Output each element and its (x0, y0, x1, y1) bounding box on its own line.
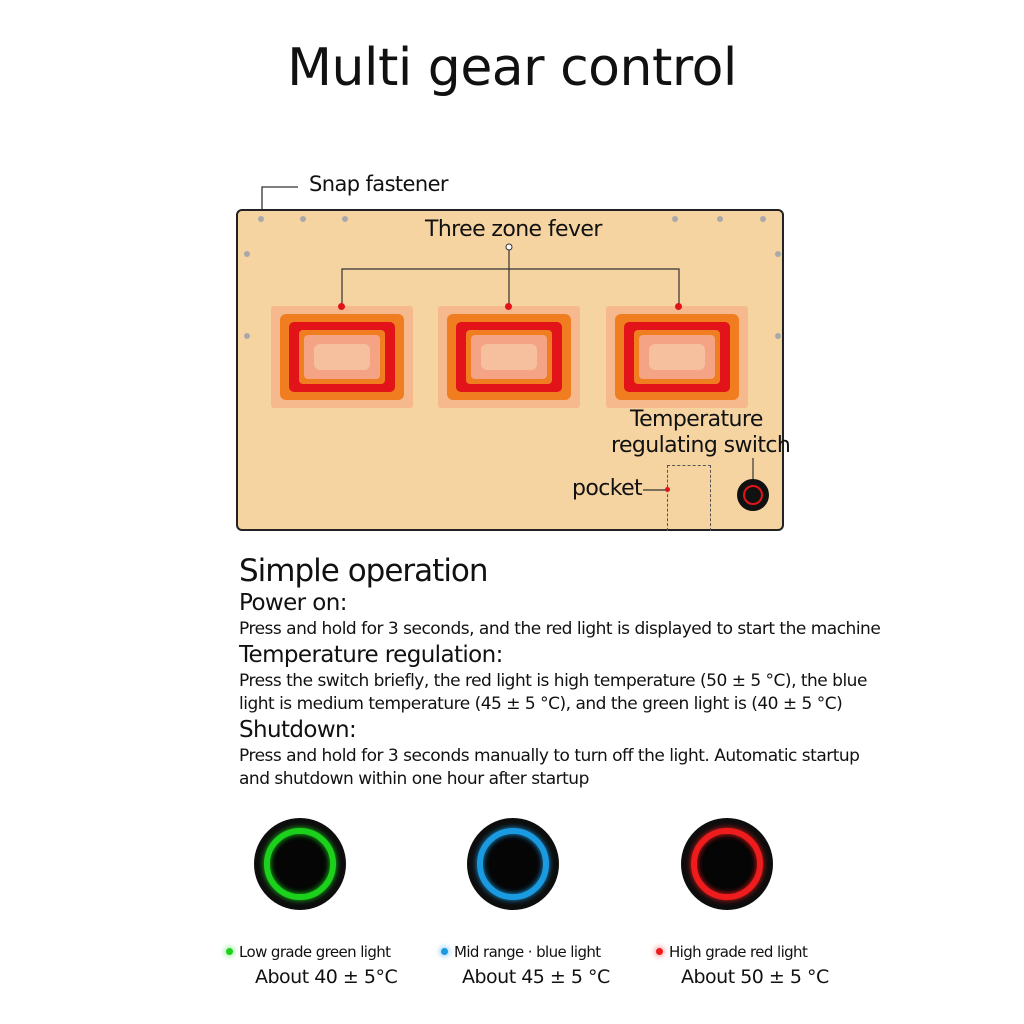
temp-regulation-heading: Temperature regulation: (239, 642, 503, 668)
page-title: Multi gear control (287, 38, 737, 98)
gear-legend-red: High grade red light (656, 943, 808, 961)
red-ring-light (691, 828, 763, 900)
gear-temp-green: About 40 ± 5°C (255, 966, 398, 988)
snap-dot (244, 333, 250, 339)
legend-label: Low grade green light (239, 943, 391, 961)
switch-leader (643, 458, 754, 491)
snap-dot (775, 251, 781, 257)
snap-dot (672, 216, 678, 222)
heat-zone-right (606, 306, 748, 408)
green-dot-icon (226, 948, 233, 955)
snap-fastener-leader (261, 186, 298, 215)
power-on-heading: Power on: (239, 590, 347, 616)
green-ring-light (264, 828, 336, 900)
heat-zone-middle (438, 306, 580, 408)
legend-label: High grade red light (669, 943, 808, 961)
snap-dot (300, 216, 306, 222)
snap-dot (775, 333, 781, 339)
green-gear-ring (254, 818, 346, 910)
gear-temp-red: About 50 ± 5 °C (681, 966, 829, 988)
three-zone-label: Three zone fever (425, 217, 602, 242)
snap-dot (244, 251, 250, 257)
shutdown-text-2: and shutdown within one hour after start… (239, 769, 589, 789)
operation-heading: Simple operation (239, 553, 489, 589)
gear-legend-blue: Mid range · blue light (441, 943, 601, 961)
red-dot-icon (656, 948, 663, 955)
legend-label: Mid range · blue light (454, 943, 601, 961)
zone-marker-dot (338, 303, 345, 310)
shutdown-text-1: Press and hold for 3 seconds manually to… (239, 746, 860, 766)
pocket-outline (667, 465, 711, 531)
snap-dot (717, 216, 723, 222)
blue-dot-icon (441, 948, 448, 955)
snap-dot (342, 216, 348, 222)
temp-regulation-text-1: Press the switch briefly, the red light … (239, 671, 867, 691)
temp-switch-label-line1: Temperature (630, 407, 763, 432)
temp-switch-label-line2: regulating switch (611, 433, 791, 458)
zone-marker-dot (675, 303, 682, 310)
power-on-text: Press and hold for 3 seconds, and the re… (239, 619, 881, 639)
shutdown-heading: Shutdown: (239, 717, 357, 743)
snap-dot (258, 216, 264, 222)
red-gear-ring (681, 818, 773, 910)
pocket-marker-dot (665, 487, 670, 492)
snap-fastener-label: Snap fastener (309, 172, 449, 196)
blue-gear-ring (467, 818, 559, 910)
heat-zone-left (271, 306, 413, 408)
diagram-leader-lines (261, 186, 298, 215)
snap-dot (760, 216, 766, 222)
blue-ring-light (477, 828, 549, 900)
three-zone-leader (341, 243, 680, 306)
temp-regulation-text-2: light is medium temperature (45 ± 5 °C),… (239, 694, 843, 714)
zone-marker-dot (505, 303, 512, 310)
gear-temp-blue: About 45 ± 5 °C (462, 966, 610, 988)
temperature-switch-button[interactable] (737, 479, 769, 511)
pocket-label: pocket (572, 476, 643, 501)
gear-legend-green: Low grade green light (226, 943, 391, 961)
